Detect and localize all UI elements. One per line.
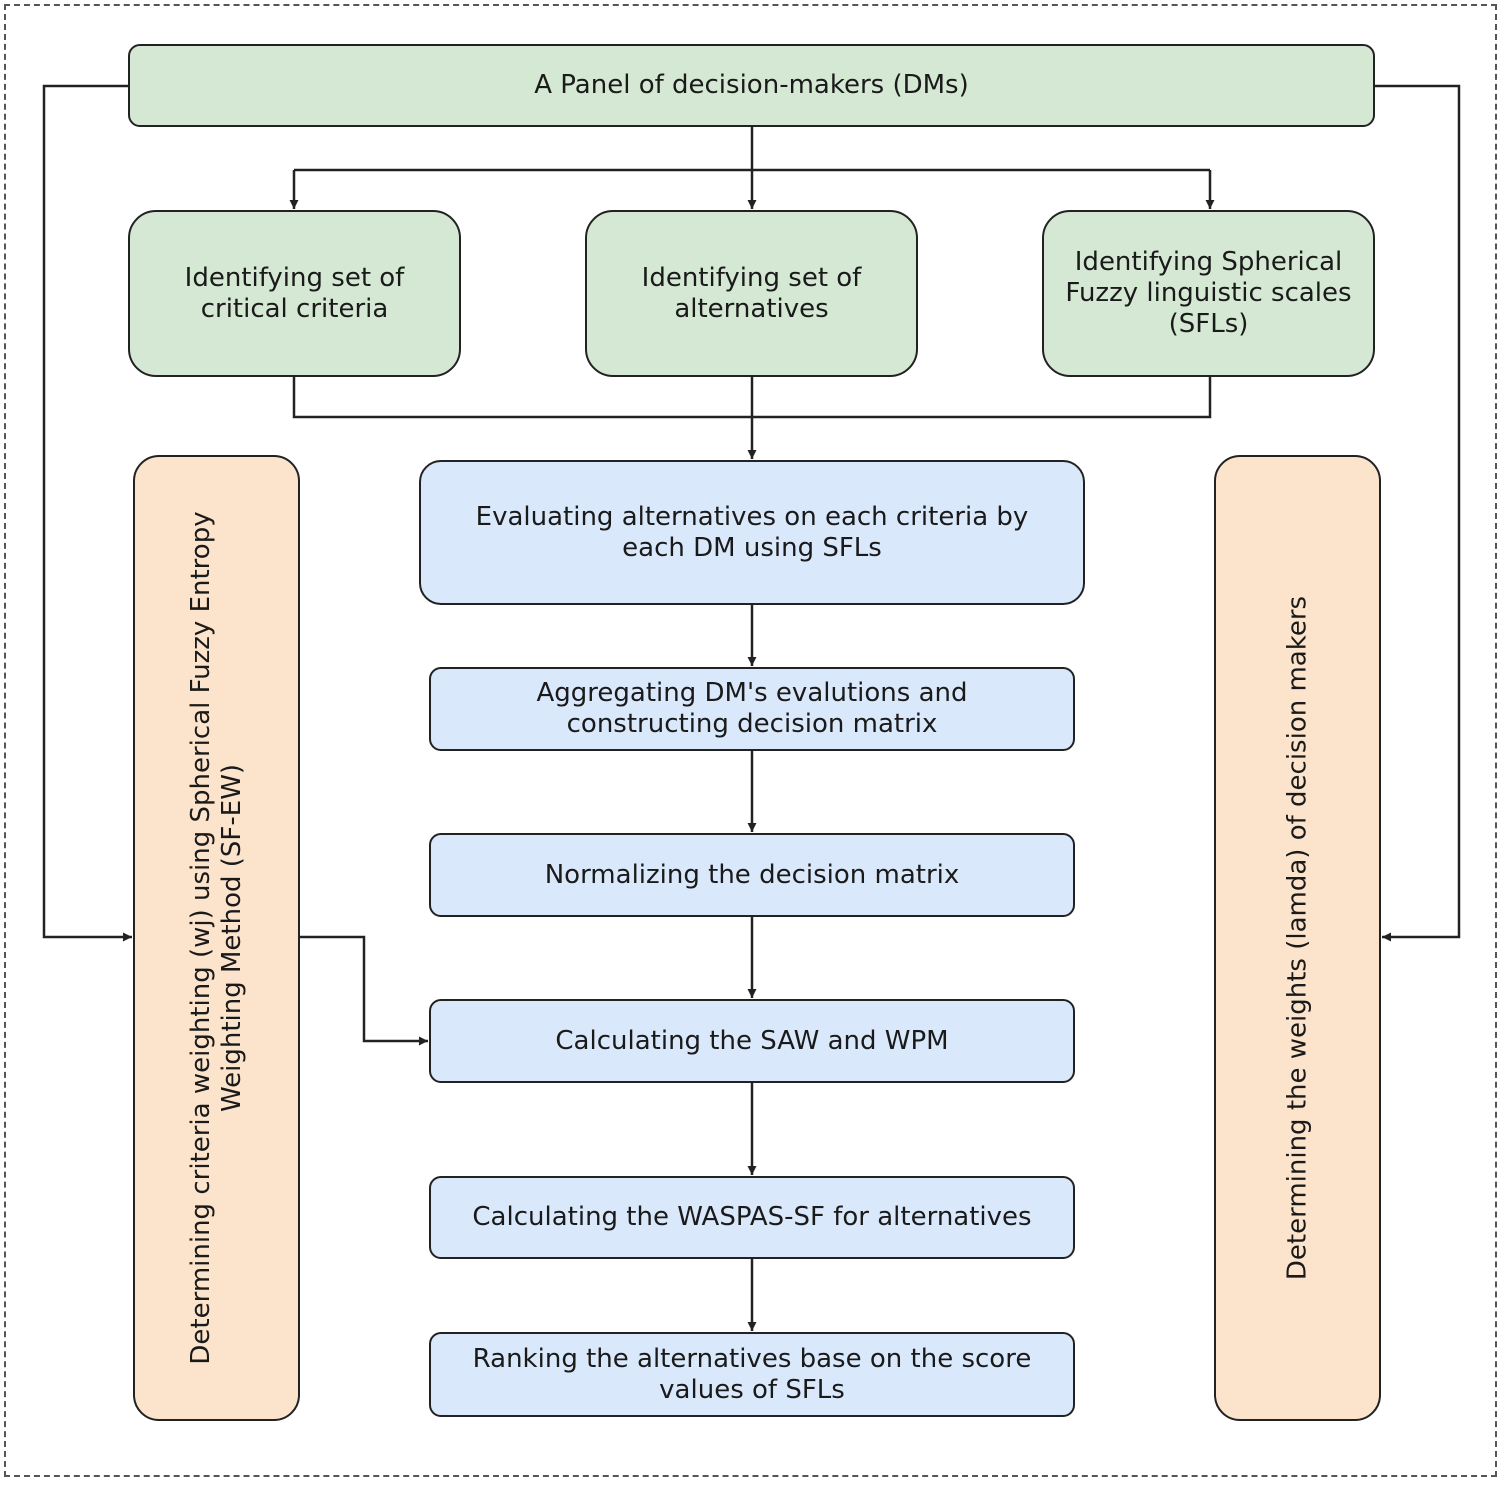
dm-weights-box: Determining the weights (lamda) of decis… — [1214, 455, 1381, 1421]
normalize-label: Normalizing the decision matrix — [544, 859, 960, 890]
waspas-box: Calculating the WASPAS-SF for alternativ… — [429, 1176, 1075, 1259]
aggregate-box: Aggregating DM's evalutions and construc… — [429, 667, 1075, 751]
diagram-frame — [4, 4, 1497, 1477]
aggregate-label: Aggregating DM's evalutions and construc… — [536, 678, 968, 739]
criteria-label: Identifying set of critical criteria — [184, 262, 405, 324]
normalize-box: Normalizing the decision matrix — [429, 833, 1075, 917]
dm-weights-label: Determining the weights (lamda) of decis… — [1282, 595, 1312, 1281]
panel-box: A Panel of decision-makers (DMs) — [128, 44, 1375, 127]
criteria-weighting-box: Determining criteria weighting (wj) usin… — [133, 455, 300, 1421]
scales-box: Identifying Spherical Fuzzy linguistic s… — [1042, 210, 1375, 377]
saw-wpm-label: Calculating the SAW and WPM — [555, 1025, 949, 1056]
edge-merge-scales — [752, 376, 1212, 419]
panel-label: A Panel of decision-makers (DMs) — [534, 70, 969, 100]
ranking-box: Ranking the alternatives base on the sco… — [429, 1332, 1075, 1417]
edge-panel-to-criteria-weighting — [42, 84, 132, 942]
alternatives-label: Identifying set of alternatives — [641, 262, 862, 324]
evaluate-label: Evaluating alternatives on each criteria… — [475, 501, 1029, 563]
evaluate-box: Evaluating alternatives on each criteria… — [419, 460, 1085, 605]
criteria-weighting-label: Determining criteria weighting (wj) usin… — [185, 511, 247, 1365]
edge-merge-criteria — [292, 376, 752, 419]
ranking-label: Ranking the alternatives base on the sco… — [472, 1343, 1032, 1405]
saw-wpm-box: Calculating the SAW and WPM — [429, 999, 1075, 1083]
edge-panel-to-dm-weights — [1375, 84, 1461, 942]
scales-label: Identifying Spherical Fuzzy linguistic s… — [1065, 247, 1352, 339]
alternatives-box: Identifying set of alternatives — [585, 210, 918, 377]
waspas-label: Calculating the WASPAS-SF for alternativ… — [472, 1202, 1032, 1232]
edge-weighting-to-saw — [300, 935, 428, 1046]
criteria-box: Identifying set of critical criteria — [128, 210, 461, 377]
